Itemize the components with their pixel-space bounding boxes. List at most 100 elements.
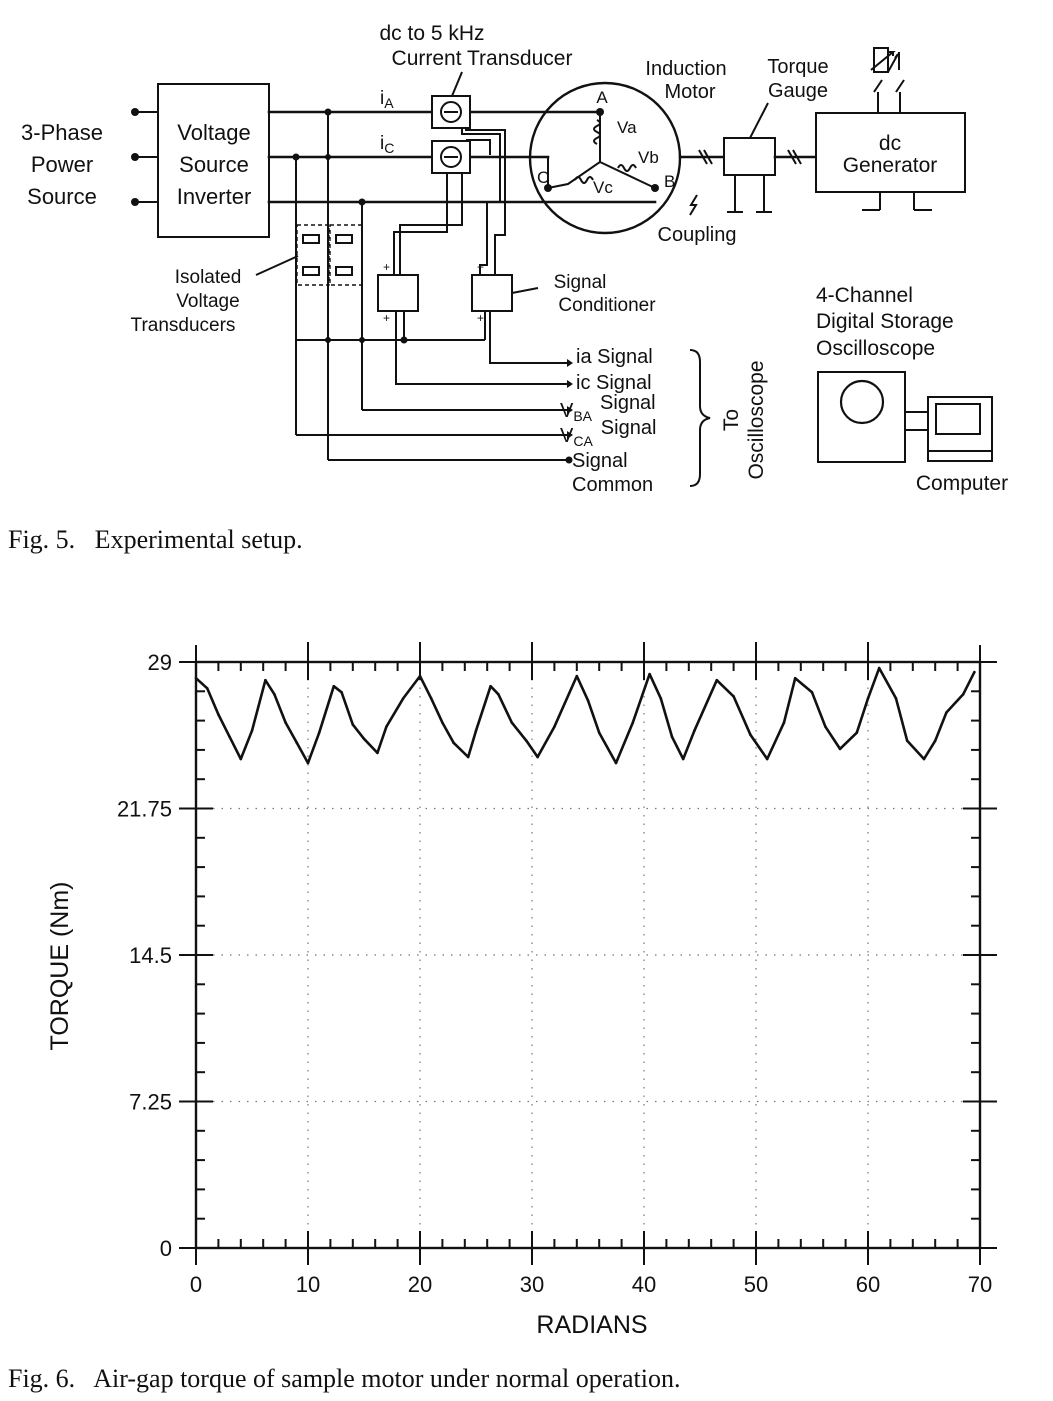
torque-data-point <box>715 678 719 682</box>
x-tick-label: 40 <box>632 1272 656 1297</box>
torque-data-point <box>973 670 976 674</box>
oscilloscope-and-computer: 4-Channel Digital Storage Oscilloscope C… <box>816 284 1008 495</box>
torque-data-point <box>793 676 797 680</box>
conditioner-text-2: Conditioner <box>558 295 656 316</box>
torque-data-point <box>614 761 618 765</box>
inverter-text-1: Voltage <box>177 120 250 145</box>
torque-data-point <box>765 757 769 761</box>
coupling-text: Coupling <box>658 224 737 246</box>
power-source-text-1: 3-Phase <box>21 120 103 145</box>
torque-data-point <box>945 711 948 714</box>
y-tick-label: 14.5 <box>129 943 172 968</box>
chart-ticks <box>179 645 997 1265</box>
torque-data-point <box>855 731 859 735</box>
vb-label: Vb <box>638 148 659 167</box>
torque-data-point <box>732 695 735 698</box>
fig5-setup-diagram: 3-Phase Power Source Voltage Source Inve… <box>8 22 1008 554</box>
isolated-voltage-transducers: Isolated Voltage Transducers <box>131 224 363 336</box>
generator-text-1: dc <box>879 132 901 155</box>
torque-data-point <box>205 686 209 690</box>
torque-data-point <box>905 739 909 743</box>
torque-data-point <box>933 739 937 743</box>
inverter-text-2: Source <box>179 152 249 177</box>
fig6-caption: Fig. 6. Air-gap torque of sample motor u… <box>8 1364 680 1393</box>
plus-mark-3: + <box>477 260 484 274</box>
torque-data-point <box>597 731 601 735</box>
torque-data-point <box>306 761 310 765</box>
torque-data-point <box>273 693 276 696</box>
torque-data-point <box>824 725 827 728</box>
dc-generator: dc Generator <box>815 47 966 211</box>
torque-data-point <box>894 697 898 700</box>
torque-data-point <box>228 735 231 739</box>
torque-data-point <box>536 755 539 759</box>
torque-data-point <box>575 674 579 678</box>
torque-data-point <box>441 721 444 724</box>
torque-data-point <box>631 721 635 724</box>
torque-data-point <box>429 697 433 700</box>
vca-signal-label: VCASignal <box>560 417 656 449</box>
power-source-text-3: Source <box>27 184 97 209</box>
chart-grid <box>196 662 980 1248</box>
motor-text-1: Induction <box>645 58 726 80</box>
voltage-source-inverter: Voltage Source Inverter <box>157 83 270 238</box>
x-axis-label: RADIANS <box>536 1311 647 1339</box>
transducer-output-wiring <box>393 128 506 275</box>
torque-data-point <box>681 757 685 761</box>
signal-brace <box>689 349 711 487</box>
to-oscilloscope-label: To Oscilloscope <box>720 360 768 479</box>
torque-data-point <box>376 751 379 755</box>
svg-text:Oscilloscope: Oscilloscope <box>745 360 768 479</box>
chart-markers <box>307 642 869 680</box>
torque-data-point <box>838 747 842 751</box>
ic-signal-label: ic Signal <box>576 372 652 394</box>
plus-mark-4: + <box>477 311 484 325</box>
ivt-text-1: Isolated <box>175 267 242 288</box>
torque-data-point <box>553 725 556 728</box>
torque-data-point <box>497 693 500 696</box>
ia-signal-label: ia Signal <box>576 346 653 368</box>
ia-label: iA <box>380 88 394 111</box>
torque-data-point <box>239 757 243 761</box>
x-tick-label: 70 <box>968 1272 992 1297</box>
ivt-text-3: Transducers <box>131 315 236 336</box>
torque-data-point <box>510 721 514 724</box>
conditioner-text-1: Signal <box>554 272 607 293</box>
power-source-text-2: Power <box>31 152 93 177</box>
y-tick-label: 29 <box>148 650 172 675</box>
y-axis-label: TORQUE (Nm) <box>46 882 74 1051</box>
input-terminals <box>131 108 158 206</box>
node-b-label: B <box>664 172 675 191</box>
torque-data-point <box>284 721 287 724</box>
shaft-assembly: Torque Gauge Coupling <box>658 56 829 246</box>
ic-label: iC <box>380 133 394 156</box>
torque-data-point <box>452 741 455 745</box>
torque-data-point <box>961 693 965 696</box>
plus-mark-1: + <box>383 260 390 274</box>
x-tick-label: 0 <box>190 1272 202 1297</box>
gauge-text-2: Gauge <box>768 80 828 102</box>
y-tick-label: 7.25 <box>129 1090 172 1115</box>
current-transducer-text-1: dc to 5 kHz <box>379 22 484 45</box>
torque-data-point <box>586 699 590 702</box>
chart-series <box>194 666 976 765</box>
current-transducer-c <box>431 140 471 174</box>
x-tick-label: 50 <box>744 1272 768 1297</box>
torque-data-point <box>810 691 814 694</box>
torque-data-point <box>782 721 786 724</box>
torque-data-point <box>264 678 267 682</box>
torque-data-point <box>659 697 663 700</box>
power-source-label: 3-Phase Power Source <box>21 120 103 209</box>
node-c-label: C <box>537 168 549 187</box>
signal-common-text-1: Signal <box>572 450 628 472</box>
generator-text-2: Generator <box>843 154 938 177</box>
torque-data-point <box>648 672 651 676</box>
torque-data-point <box>385 725 388 728</box>
torque-data-point <box>474 729 478 733</box>
y-tick-label: 21.75 <box>117 797 172 822</box>
fig5-caption: Fig. 5. Experimental setup. <box>8 525 303 554</box>
